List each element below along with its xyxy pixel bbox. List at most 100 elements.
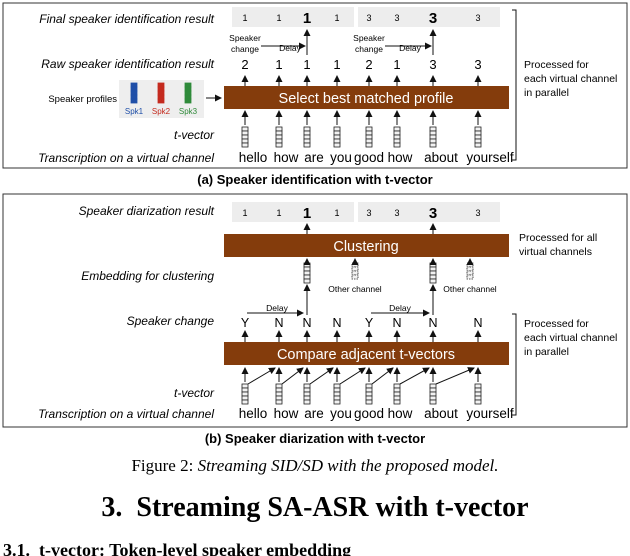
tvector-b-cell — [474, 383, 482, 389]
speaker-profile-vector-cell — [157, 82, 165, 88]
other-channel-vector-cell — [466, 262, 474, 268]
tvector-a — [429, 126, 437, 148]
tvector-a-cell — [429, 142, 437, 148]
speaker-profile-vector-cell — [184, 94, 192, 100]
processed-note-b-line3: in parallel — [524, 346, 569, 358]
tvector-b-cell — [303, 383, 311, 389]
speaker-change-value: N — [392, 316, 401, 330]
transcription-a-word: yourself — [466, 150, 514, 165]
delay-label: Delay — [399, 43, 421, 53]
tvector-b-cell — [429, 395, 437, 401]
speaker-change-label-line: Speaker — [353, 33, 385, 43]
speaker-profile-label: Spk2 — [152, 107, 171, 116]
speaker-change-label-line: change — [355, 44, 383, 54]
compare-adjacent-tvectors-label: Compare adjacent t-vectors — [277, 347, 455, 363]
tvector-b — [241, 383, 249, 405]
diarization-token-value: 1 — [303, 205, 311, 222]
diarization-token-group-1 — [232, 202, 354, 222]
final-sid-token-value: 3 — [366, 13, 371, 23]
tvector-a-cell — [474, 126, 482, 132]
tvector-a-cell — [333, 142, 341, 148]
speaker-profile-vector-cell — [130, 98, 138, 104]
tvector-a-cell — [393, 142, 401, 148]
tvector-b-cell — [303, 399, 311, 405]
tvector-b — [333, 383, 341, 405]
tvector-a-cell — [303, 138, 311, 144]
raw-sid-value: 1 — [275, 57, 282, 72]
transcription-a-word: good — [354, 150, 384, 165]
select-best-matched-profile-label: Select best matched profile — [279, 91, 454, 107]
tvector-a-cell — [393, 138, 401, 144]
other-channel-vector — [466, 262, 474, 280]
speaker-change-value: N — [428, 316, 437, 330]
tvector-b-cell — [393, 387, 401, 393]
other-channel-vector-cell — [466, 266, 474, 272]
tvector-a-cell — [333, 138, 341, 144]
tvector-b-cell — [474, 395, 482, 401]
transcription-b-word: you — [330, 406, 352, 421]
processed-note-a: Processed for each virtual channel in pa… — [524, 59, 617, 99]
tvector-a-cell — [333, 134, 341, 140]
row-label-tvector-a: t-vector — [174, 128, 215, 142]
tvector-a-cell — [275, 142, 283, 148]
tvector-b-cell — [275, 391, 283, 397]
tvector-b-cell — [365, 399, 373, 405]
tvector-b-cell — [303, 387, 311, 393]
figure-caption-text: Streaming SID/SD with the proposed model… — [198, 456, 499, 475]
tvector-b — [365, 383, 373, 405]
section-heading: 3. Streaming SA-ASR with t-vector — [101, 492, 528, 523]
embedding-vector-cell — [429, 278, 437, 284]
processed-all-note-line2: virtual channels — [519, 246, 592, 258]
transcription-a-word: you — [330, 150, 352, 165]
tvector-b-cell — [474, 387, 482, 393]
tvector-b-cell — [303, 395, 311, 401]
final-sid-token-value: 1 — [276, 13, 281, 23]
clustering-box — [224, 234, 509, 257]
diarization-token-value: 3 — [394, 208, 399, 218]
processed-bracket-b — [512, 313, 517, 416]
final-sid-token-value: 3 — [429, 10, 437, 27]
adjacent-compare-arrow — [247, 367, 276, 385]
tvector-b-cell — [275, 399, 283, 405]
speaker-change-value: N — [332, 316, 341, 330]
tvector-a-cell — [241, 130, 249, 136]
raw-sid-value: 2 — [241, 57, 248, 72]
tvector-a — [275, 126, 283, 148]
speaker-change-value: N — [302, 316, 311, 330]
raw-sid-value: 3 — [429, 57, 436, 72]
diarization-token-value: 3 — [366, 208, 371, 218]
tvector-b — [429, 383, 437, 405]
tvector-a-cell — [429, 130, 437, 136]
tvector-a — [333, 126, 341, 148]
tvector-b-cell — [275, 383, 283, 389]
speaker-profile-vector-cell — [157, 86, 165, 92]
tvector-b-cell — [275, 387, 283, 393]
tvector-b-cell — [333, 387, 341, 393]
tvector-b-cell — [333, 391, 341, 397]
subsection-heading: 3.1. t-vector: Token-level speaker embed… — [3, 540, 351, 556]
tvector-column-b — [241, 367, 482, 405]
tvector-a-cell — [393, 130, 401, 136]
tvector-b-cell — [333, 399, 341, 405]
raw-sid-value: 1 — [333, 57, 340, 72]
tvector-a-cell — [365, 134, 373, 140]
embedding-vector-cell — [429, 262, 437, 268]
figure-caption-prefix: Figure 2: — [131, 456, 197, 475]
processed-all-note-line1: Processed for all — [519, 232, 597, 244]
tvector-b-cell — [303, 391, 311, 397]
speaker-profile-vector-cell — [157, 98, 165, 104]
tvector-a-cell — [474, 134, 482, 140]
tvector-b-cell — [393, 383, 401, 389]
transcription-a-word: are — [304, 150, 324, 165]
tvector-a-cell — [275, 130, 283, 136]
raw-sid-value: 1 — [393, 57, 400, 72]
tvector-b-cell — [429, 399, 437, 405]
transcription-a-word: hello — [239, 150, 268, 165]
transcription-b-word: yourself — [466, 406, 514, 421]
diarization-token-group-2 — [358, 202, 500, 222]
embedding-vector-cell — [303, 274, 311, 280]
row-label-final-sid: Final speaker identification result — [39, 12, 214, 26]
transcription-a-word: about — [424, 150, 458, 165]
